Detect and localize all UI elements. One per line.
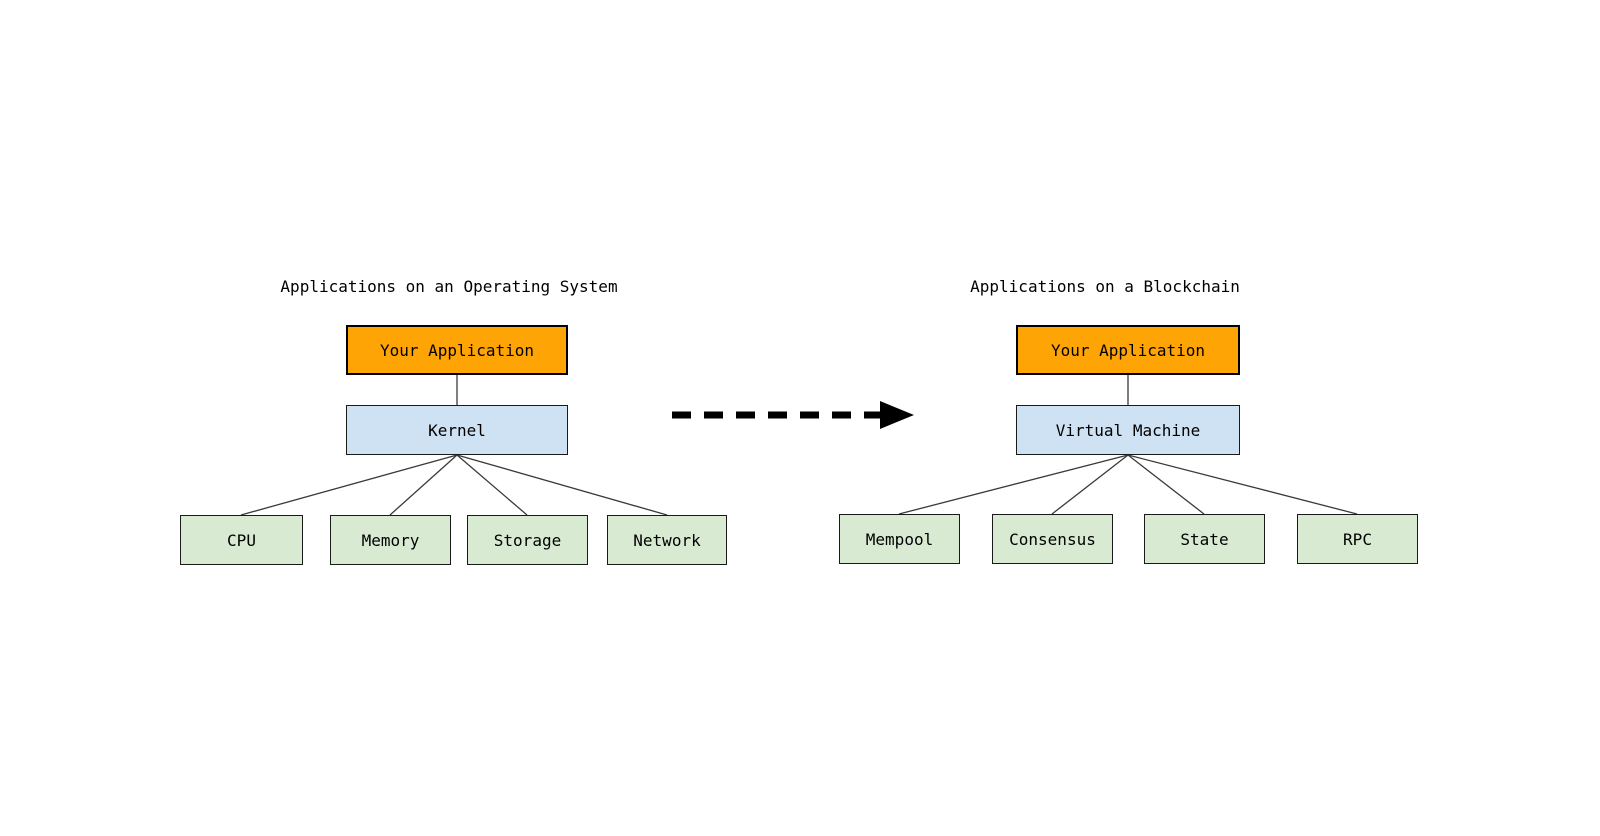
connector-line [240,454,458,516]
blockchain-component-mempool-label: Mempool [865,529,934,549]
blockchain-your-application-label: Your Application [1050,340,1206,360]
os-kernel-label: Kernel [428,420,486,440]
os-component-network-box: Network [607,515,727,565]
os-component-memory-box: Memory [330,515,451,565]
blockchain-component-consensus-label: Consensus [1009,529,1096,549]
blockchain-component-rpc-label: RPC [1343,529,1372,549]
connector-line [456,454,668,516]
connector-line [898,454,1129,515]
os-component-network-label: Network [633,530,701,550]
connector-line [389,454,458,516]
os-your-application-box: Your Application [346,325,568,375]
connector-line [1127,454,1358,515]
os-kernel-box: Kernel [346,405,568,455]
os-component-storage-box: Storage [467,515,588,565]
blockchain-component-consensus-box: Consensus [992,514,1113,564]
connector-line [1051,454,1129,515]
os-component-memory-label: Memory [361,530,420,550]
blockchain-component-rpc-box: RPC [1297,514,1418,564]
blockchain-virtual-machine-label: Virtual Machine [1055,420,1201,440]
connector-line [456,454,528,516]
blockchain-virtual-machine-box: Virtual Machine [1016,405,1240,455]
blockchain-component-mempool-box: Mempool [839,514,960,564]
os-component-cpu-label: CPU [227,530,256,550]
os-diagram-title: Applications on an Operating System [280,277,618,296]
os-your-application-label: Your Application [379,340,535,360]
blockchain-component-state-box: State [1144,514,1265,564]
connector-line [1127,454,1205,515]
blockchain-diagram-title: Applications on a Blockchain [970,277,1240,296]
os-component-storage-label: Storage [493,530,562,550]
os-component-cpu-box: CPU [180,515,303,565]
blockchain-your-application-box: Your Application [1016,325,1240,375]
dashed-arrow-icon [672,401,914,429]
blockchain-component-state-label: State [1180,529,1229,549]
